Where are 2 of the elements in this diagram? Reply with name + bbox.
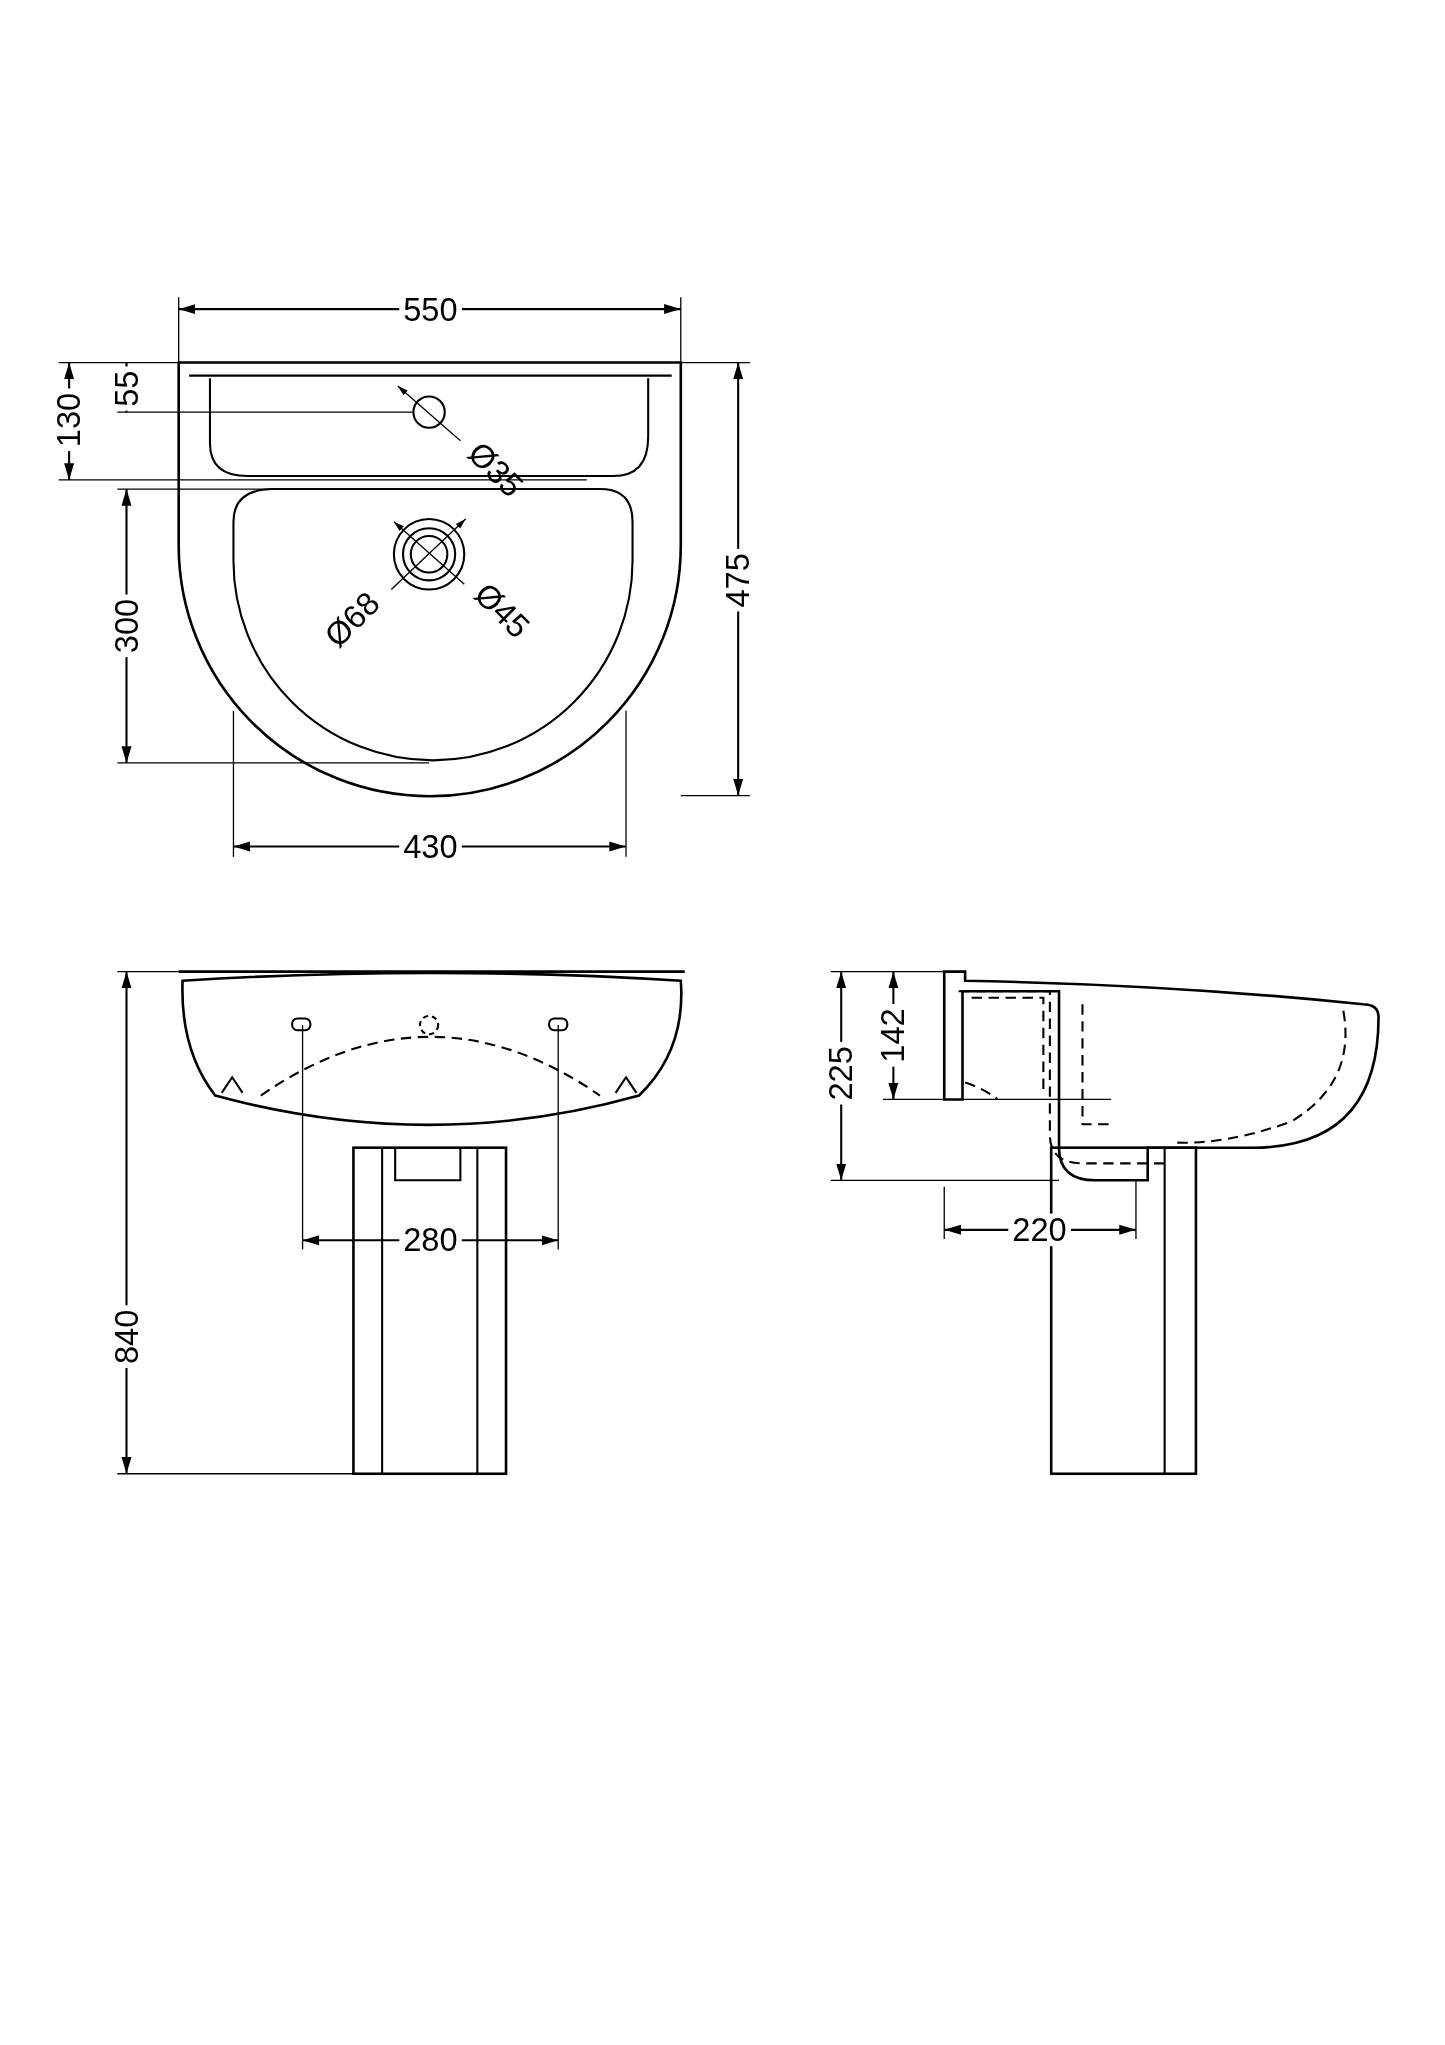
dimension-value: 220: [1008, 1213, 1071, 1247]
dimension-value: Ø45: [466, 574, 539, 647]
